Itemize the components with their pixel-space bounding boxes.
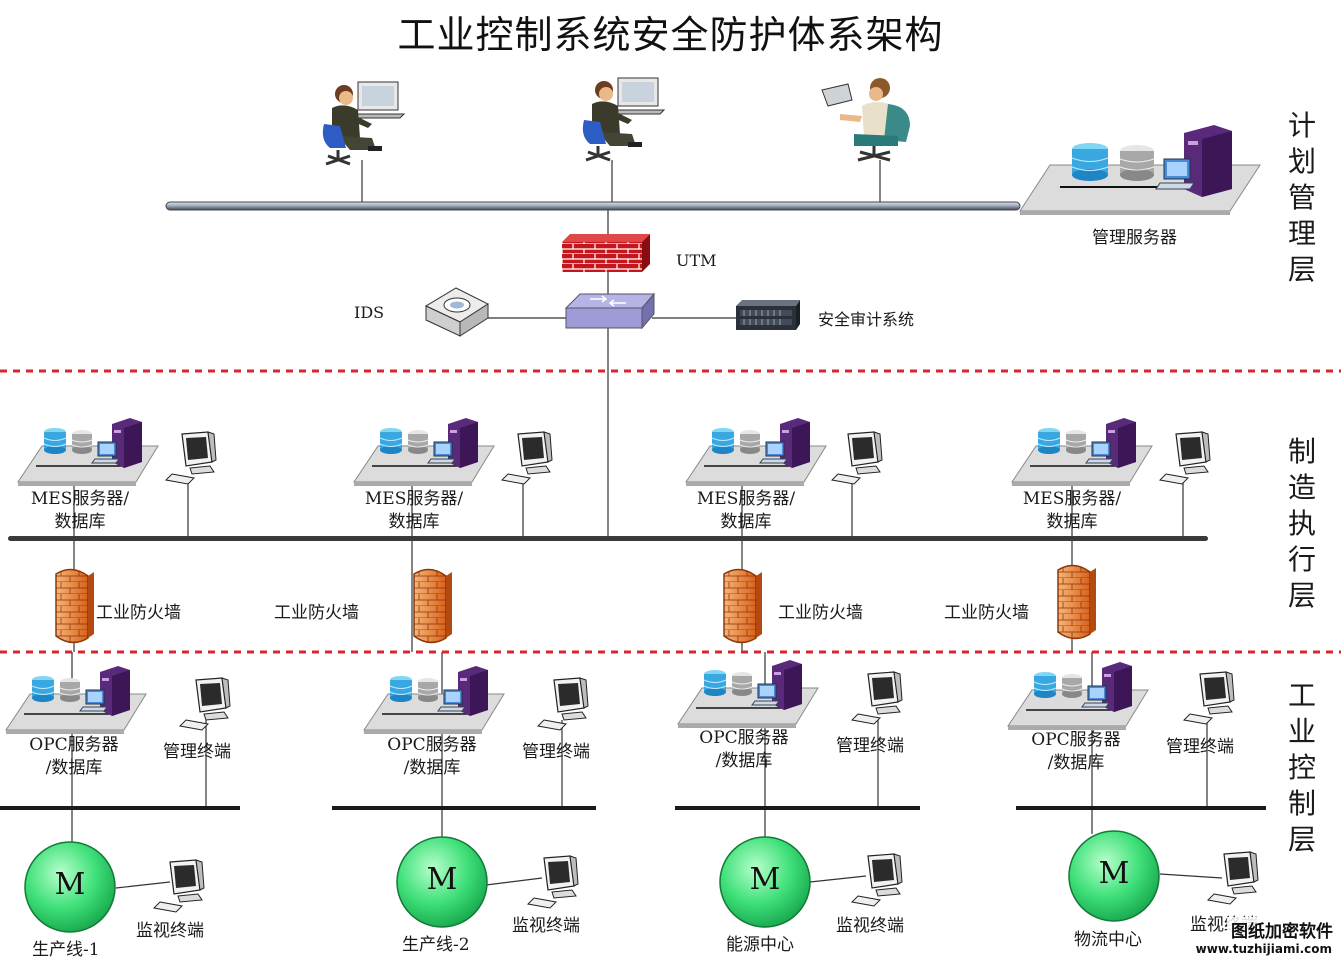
line-name-4: 物流中心 [1074,930,1142,950]
operator-workstation-2 [582,77,666,162]
monitor-terminal-label-2: 监视终端 [512,916,580,936]
mgmt-terminal-label-4: 管理终端 [1166,737,1234,757]
motor-letter-1: M [54,867,86,902]
motor-letter-3: M [749,862,781,897]
mes-server-label-4: MES服务器/数据库 [1022,489,1122,532]
industrial-firewall-icon-2 [413,568,452,644]
line-name-1: 生产线-1 [32,940,100,960]
industrial-firewall-label-4: 工业防火墙 [944,603,1029,623]
watermark-site: www.tuzhijiami.com [1192,942,1335,956]
layer-label-execution: 制造执行层 [1287,435,1316,612]
ids-label: IDS [354,303,385,322]
industrial-firewall-icon-1 [55,568,94,644]
mes-server-4 [1011,418,1153,486]
monitor-terminal-label-3: 监视终端 [836,916,904,936]
mgmt-terminal-label-2: 管理终端 [522,742,590,762]
planning-bus [165,201,1021,211]
control-bus-3 [675,806,920,810]
mes-server-label-3: MES服务器/数据库 [696,489,796,532]
industrial-firewall-icon-3 [723,568,762,644]
utm-firewall [562,234,650,272]
line-name-2: 生产线-2 [402,935,470,955]
execution-terminal-icon-2 [500,431,553,485]
execution-terminal-icon-1 [164,431,217,485]
opc-server-2 [363,666,505,734]
control-bus-2 [332,806,596,810]
control-bus-4 [1016,806,1266,810]
execution-terminal-icon-3 [830,431,883,485]
line-name-3: 能源中心 [726,935,794,955]
watermark-brand: 图纸加密软件 [1227,917,1337,942]
industrial-firewall-label-3: 工业防火墙 [778,603,863,623]
mgmt-server-label: 管理服务器 [1092,228,1177,248]
motor-letter-4: M [1098,856,1130,891]
monitor-terminal-icon-3 [850,853,903,907]
motor-letter-2: M [426,862,458,897]
monitor-terminal-icon-4 [1206,851,1259,905]
industrial-firewall-icon-4 [1057,564,1096,640]
mes-server-3 [685,418,827,486]
operator-workstation-1 [322,81,406,166]
opc-server-label-3: OPC服务器/数据库 [699,728,789,771]
motor-icon-4 [1068,830,1160,922]
mes-server-label-2: MES服务器/数据库 [364,489,464,532]
utm-label: UTM [676,251,717,270]
monitor-terminal-icon-1 [152,859,205,913]
mes-server-2 [353,418,495,486]
audit-system-label: 安全审计系统 [818,310,915,329]
monitor-terminal-icon-2 [526,855,579,909]
execution-terminal-icon-4 [1158,431,1211,485]
motor-icon-3 [719,836,811,928]
operator-workstation-3 [821,78,910,162]
monitor-terminal-label-1: 监视终端 [136,921,204,941]
page-title: 工业控制系统安全防护体系架构 [397,13,944,57]
audit-server [736,300,800,330]
mgmt-terminal-icon-2 [536,677,589,731]
motor-icon-2 [396,836,488,928]
layer-label-control: 工业控制层 [1287,679,1316,856]
management-server [1019,125,1261,215]
motor-icon-1 [24,841,116,933]
layer-label-planning: 计划管理层 [1287,109,1316,286]
control-bus-1 [0,806,240,810]
industrial-firewall-label-1: 工业防火墙 [96,603,181,623]
mes-server-label-1: MES服务器/数据库 [30,489,130,532]
mgmt-terminal-icon-3 [850,671,903,725]
execution-bus [8,536,1208,541]
opc-server-3 [677,660,819,728]
mgmt-terminal-label-1: 管理终端 [163,742,231,762]
core-switch [564,292,656,330]
industrial-firewall-label-2: 工业防火墙 [274,603,359,623]
mgmt-terminal-label-3: 管理终端 [836,736,904,756]
mgmt-terminal-icon-1 [178,677,231,731]
mes-server-1 [17,418,159,486]
opc-server-1 [5,666,147,734]
ids-device [424,287,490,337]
mgmt-terminal-icon-4 [1182,671,1235,725]
opc-server-label-4: OPC服务器/数据库 [1031,730,1121,773]
opc-server-label-1: OPC服务器/数据库 [29,735,119,778]
opc-server-4 [1007,662,1149,730]
opc-server-label-2: OPC服务器/数据库 [387,735,477,778]
